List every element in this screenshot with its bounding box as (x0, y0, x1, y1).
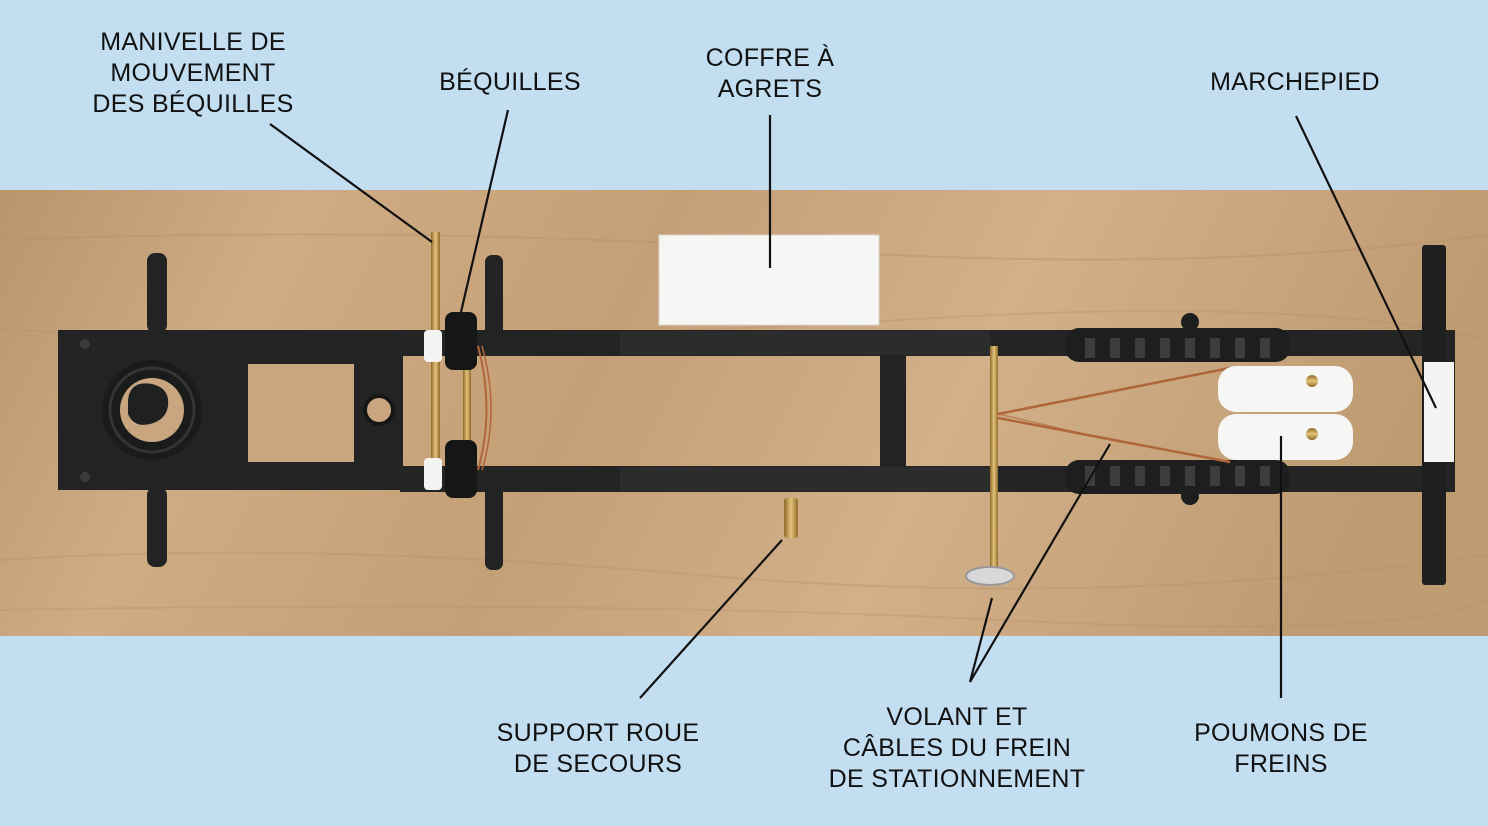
label-step: MARCHEPIED (1190, 67, 1400, 98)
label-line: COFFRE À (705, 44, 835, 72)
leader-line-volant-b (969, 443, 1111, 683)
label-line: MARCHEPIED (1210, 68, 1380, 96)
label-line: CÂBLES DU FREIN (842, 734, 1072, 762)
label-crank-handle: MANIVELLE DE MOUVEMENT DES BÉQUILLES (80, 27, 306, 120)
label-line: DES BÉQUILLES (92, 90, 294, 118)
label-spare-wheel-support: SUPPORT ROUE DE SECOURS (478, 718, 718, 780)
label-line: VOLANT ET (886, 703, 1028, 731)
chassis (58, 245, 1455, 585)
label-line: DE SECOURS (513, 750, 683, 778)
label-brake-chambers: POUMONS DE FREINS (1176, 718, 1386, 780)
label-line: BÉQUILLES (439, 68, 581, 96)
leader-line-marchepied (1295, 115, 1437, 409)
label-line: MOUVEMENT (110, 59, 276, 87)
spare-wheel-support-part (784, 498, 798, 538)
label-parking-brake: VOLANT ET CÂBLES DU FREIN DE STATIONNEME… (806, 702, 1108, 795)
leader-line-volant-a (968, 597, 994, 683)
leader-lines (269, 109, 1437, 699)
leader-line-manivelle (269, 123, 433, 243)
brake-chambers-part (1218, 366, 1353, 460)
label-line: AGRETS (717, 75, 823, 103)
label-landing-gear: BÉQUILLES (420, 67, 600, 98)
label-tool-box: COFFRE À AGRETS (680, 43, 860, 105)
leader-line-support (639, 539, 783, 699)
label-line: SUPPORT ROUE (496, 719, 700, 747)
label-line: MANIVELLE DE (100, 28, 286, 56)
leader-line-bequilles (459, 109, 510, 313)
label-line: FREINS (1234, 750, 1328, 778)
label-line: POUMONS DE (1194, 719, 1368, 747)
landing-gear-part (424, 232, 492, 498)
label-line: DE STATIONNEMENT (828, 765, 1086, 793)
parking-brake-part (965, 346, 1231, 586)
